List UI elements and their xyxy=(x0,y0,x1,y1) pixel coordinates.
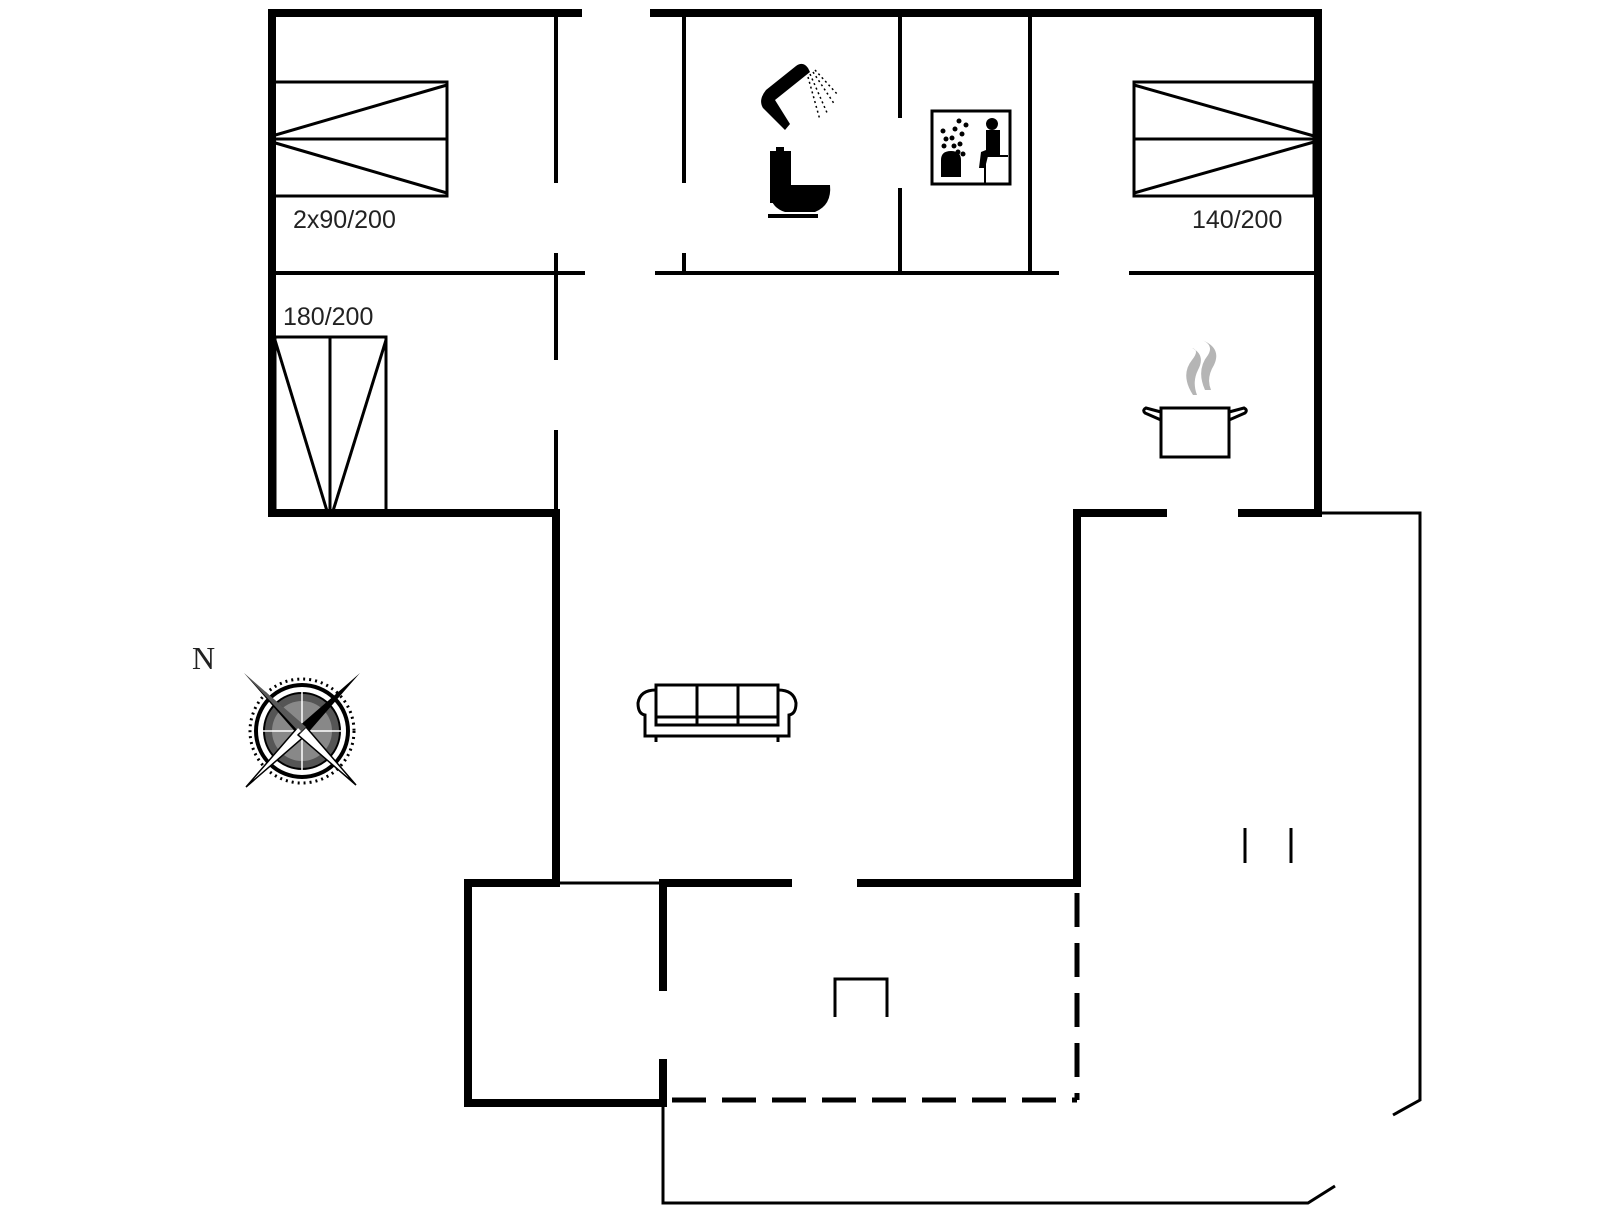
terrace-outline xyxy=(661,511,1422,1205)
shower-icon xyxy=(761,63,839,130)
cooking-pot-icon xyxy=(1142,340,1248,459)
toilet-icon xyxy=(768,147,831,218)
sofa-icon xyxy=(636,683,798,742)
sauna-icon xyxy=(930,109,1012,186)
bed-label-bedroom-3: 140/200 xyxy=(1192,206,1282,234)
compass-rose-icon xyxy=(244,673,360,788)
bed-140 xyxy=(1132,80,1316,198)
exterior-walls xyxy=(268,9,1322,1107)
door-marker-icon xyxy=(1243,828,1293,863)
fireplace-icon xyxy=(833,977,889,1017)
bed-label-bedroom-2: 180/200 xyxy=(283,303,373,331)
interior-walls xyxy=(272,13,1318,513)
bed-180 xyxy=(273,335,388,515)
north-label: N xyxy=(192,640,215,676)
bed-label-bedroom-1: 2x90/200 xyxy=(293,206,396,234)
bed-2x90 xyxy=(270,80,449,198)
